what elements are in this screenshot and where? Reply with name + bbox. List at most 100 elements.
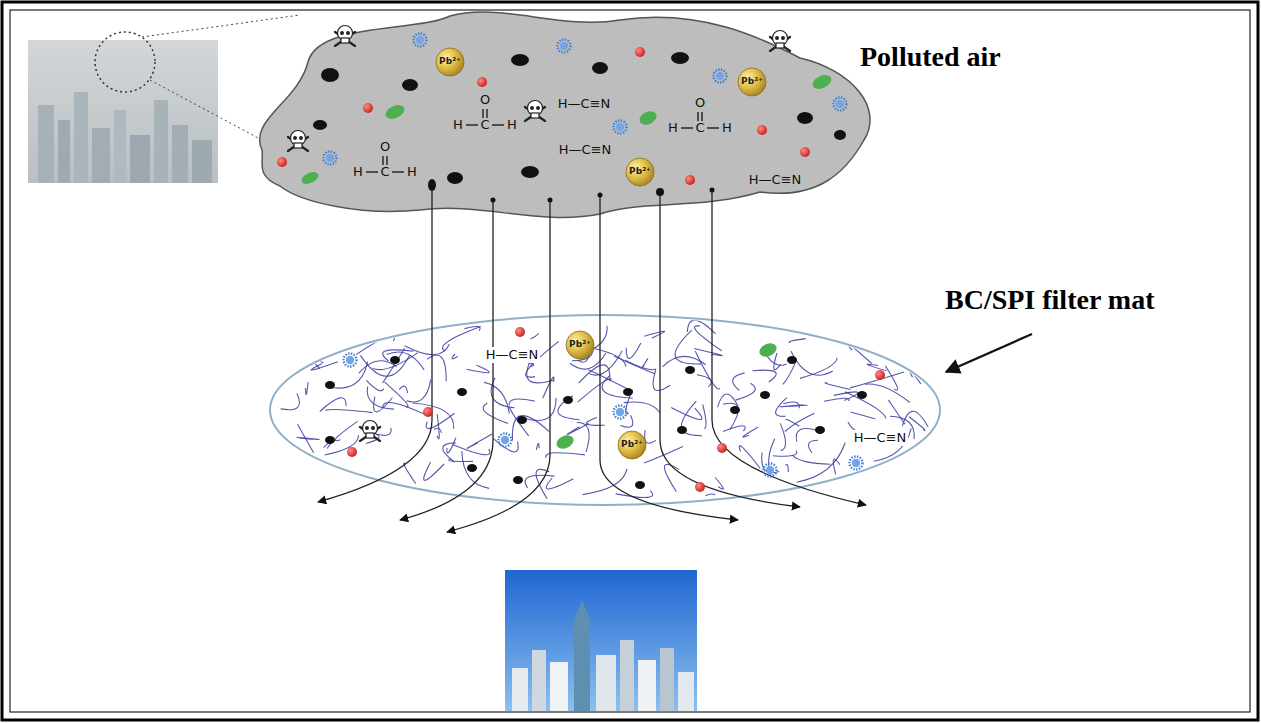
nanofiber-web-part: [723, 426, 745, 432]
clean-city-photo-part: [596, 655, 616, 711]
captured-particles-part: [347, 447, 357, 457]
captured-particles-part: [635, 481, 645, 489]
nanofiber-web-part: [387, 352, 424, 370]
nanofiber-web-part: [783, 362, 796, 385]
nanofiber-web-part: [675, 330, 701, 364]
air-flow-lines-part: [660, 192, 800, 507]
molecule-label: H—C≡N: [484, 347, 540, 363]
formaldehyde-bonds-part: [707, 127, 719, 128]
formaldehyde-bonds-part: [386, 156, 387, 165]
clean-city-photo-part: [678, 672, 694, 711]
nanofiber-web-part: [543, 377, 554, 398]
nanofiber-web-part: [885, 366, 897, 391]
cloud-particles-part: [324, 152, 337, 165]
atom-label: O: [380, 139, 390, 154]
nanofiber-web-part: [366, 380, 383, 390]
nanofiber-web-part: [796, 429, 818, 442]
cloud-particles-part: [321, 68, 339, 82]
nanofiber-web-part: [578, 379, 612, 402]
molecule-label: H—C≡N: [556, 96, 612, 112]
smog-city-photo-part: [154, 100, 168, 183]
nanofiber-web: [281, 320, 929, 498]
cloud-particles-part: [834, 130, 846, 140]
captured-particles-part: [325, 436, 335, 444]
nanofiber-web-part: [825, 383, 850, 390]
smog-city-photo-part: [58, 120, 70, 183]
smog-city-photo-part: [95, 32, 155, 92]
cloud-particles-part: [626, 158, 654, 186]
clean-city-photo-part: [638, 660, 656, 711]
nanofiber-web-part: [791, 351, 833, 375]
air-flow-lines-part: [447, 200, 550, 532]
smog-city-photo-part: [130, 135, 150, 183]
ion-label: Pb²⁺: [741, 77, 763, 87]
atom-label: C: [381, 164, 390, 179]
nanofiber-web-part: [785, 413, 814, 431]
nanofiber-web-part: [695, 351, 720, 389]
formaldehyde-bonds-part: [466, 124, 478, 125]
clean-city-photo-part: [512, 668, 528, 711]
ion-label: Pb²⁺: [629, 167, 651, 177]
nanofiber-web-part: [845, 392, 886, 419]
nanofiber-web-part: [703, 404, 706, 428]
nanofiber-web-part: [467, 434, 492, 448]
cloud-particles-part: [402, 79, 418, 91]
captured-particles-part: [566, 331, 594, 359]
formaldehyde-bonds-part: [492, 124, 504, 125]
cloud-particles-part: [834, 98, 847, 111]
captured-particles-part: [618, 431, 646, 459]
nanofiber-web-part: [558, 396, 580, 420]
formaldehyde-bonds-part: [482, 109, 483, 118]
nanofiber-web-part: [452, 354, 458, 359]
cloud-particles: [277, 26, 847, 187]
cloud-particles-part: [558, 40, 571, 53]
cloud-particles-part: [436, 48, 464, 76]
nanofiber-web-part: [848, 344, 872, 363]
cloud-particles-part: [525, 101, 545, 122]
nanofiber-web-part: [808, 440, 818, 453]
captured-particles-part: [325, 381, 335, 389]
cloud-particles-part: [447, 172, 463, 184]
captured-particles-part: [344, 354, 357, 367]
nanofiber-web-part: [697, 375, 711, 387]
clean-city-photo-part: [505, 570, 697, 711]
cloud-particles-part: [335, 26, 355, 47]
atom-label: H: [507, 117, 517, 132]
captured-particles-part: [390, 356, 400, 364]
captured-particles-part: [467, 464, 477, 472]
nanofiber-web-part: [281, 394, 300, 410]
clean-city-photo-part: [660, 648, 674, 711]
cloud-particles-part: [511, 54, 529, 66]
cloud-particles-part: [800, 147, 810, 157]
nanofiber-web-part: [616, 491, 653, 498]
nanofiber-web-part: [865, 384, 910, 402]
cloud-particles-part: [770, 31, 790, 52]
nanofiber-web-part: [642, 358, 648, 367]
cloud-particles-part: [635, 47, 645, 57]
nanofiber-web-part: [326, 362, 368, 389]
nanofiber-web-part: [620, 415, 632, 427]
captured-particles-part: [685, 366, 695, 374]
nanofiber-web-part: [437, 414, 439, 439]
formaldehyde-bonds-part: [486, 109, 487, 118]
nanofiber-web-part: [785, 465, 788, 472]
cloud-particles-part: [592, 62, 608, 74]
cloud-particles-part: [288, 131, 308, 152]
captured-particles-part: [517, 416, 527, 424]
nanofiber-web-part: [733, 373, 745, 390]
atom-label: H: [407, 164, 417, 179]
cloud-particles-part: [363, 103, 373, 113]
nanofiber-web-part: [483, 403, 508, 424]
flow-origin-dots-part: [710, 188, 715, 193]
ion-label: Pb²⁺: [569, 340, 591, 350]
nanofiber-web-part: [715, 478, 723, 490]
clean-city-photo-part: [620, 640, 634, 711]
nanofiber-web-part: [546, 453, 585, 458]
atom-label: H: [722, 120, 732, 135]
captured-particles-part: [623, 388, 633, 396]
nanofiber-web-part: [588, 370, 632, 391]
cloud-particles-part: [313, 120, 327, 130]
nanofiber-web-part: [644, 331, 664, 338]
captured-particles-part: [563, 396, 573, 404]
captured-particles-part: [423, 407, 433, 417]
